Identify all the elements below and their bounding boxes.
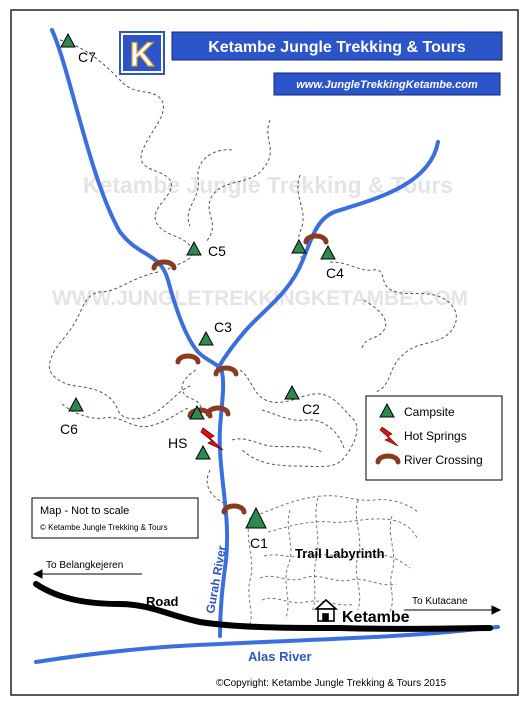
crossing-c3b — [213, 365, 239, 377]
ketambe-label: Ketambe — [342, 609, 410, 626]
copyright-footer: ©Copyright: Ketambe Jungle Trekking & To… — [216, 678, 447, 689]
to-belangkejeren-label: To Belangkejeren — [46, 560, 123, 571]
campsite-c4-marker-b — [320, 244, 336, 260]
campsite-c4-label: C4 — [326, 265, 344, 281]
trail-labyrinth-label: Trail Labyrinth — [295, 546, 385, 561]
to-kutacane-label: To Kutacane — [412, 596, 468, 607]
watermark-url: WWW.JUNGLETREKKINGKETAMBE.COM — [52, 287, 468, 310]
campsite-c4-marker-a — [291, 238, 307, 254]
campsite-markers — [60, 32, 336, 529]
campsite-c2-label: C2 — [302, 401, 320, 417]
crossing-c5 — [151, 259, 177, 271]
campsite-c7-label: C7 — [78, 49, 96, 65]
legend-hot-springs-label: Hot Springs — [404, 429, 467, 443]
campsite-hs-marker-a — [189, 404, 205, 420]
campsite-hs-marker-b — [195, 444, 211, 460]
legend: Campsite Hot Springs River Crossing — [365, 395, 503, 481]
legend-campsite-label: Campsite — [404, 405, 455, 419]
crossing-c1 — [221, 503, 247, 515]
river-west-branch — [50, 28, 230, 638]
legend-river-crossing-label: River Crossing — [404, 453, 483, 467]
campsite-c5-label: C5 — [208, 243, 226, 259]
crossing-hs2 — [205, 405, 231, 417]
campsite-c5-marker — [186, 240, 202, 256]
trails — [48, 39, 457, 505]
crossing-c4 — [303, 233, 329, 245]
crossing-c3 — [175, 353, 201, 365]
alas-river-label: Alas River — [248, 649, 312, 664]
campsite-c6-marker — [68, 396, 84, 412]
note-scale: Map - Not to scale — [40, 505, 129, 517]
campsite-c2-marker — [284, 384, 300, 400]
campsite-c1-label: C1 — [250, 535, 268, 551]
road-label: Road — [146, 594, 179, 609]
campsite-c3-label: C3 — [214, 319, 232, 335]
watermark-title: Ketambe Jungle Trekking & Tours — [83, 172, 453, 198]
url-banner — [273, 72, 501, 96]
road-line — [33, 581, 493, 632]
hot-springs-label: HS — [168, 435, 187, 451]
direction-arrows — [32, 569, 502, 615]
campsite-c3-marker — [198, 330, 214, 346]
campsite-c1-marker — [245, 506, 267, 529]
legend-campsite-icon — [379, 402, 395, 418]
hot-springs-icon — [200, 427, 224, 451]
river-crossings — [151, 233, 329, 515]
map-frame — [10, 9, 519, 696]
logo-letter: K — [130, 36, 155, 74]
note-copyright: © Ketambe Jungle Trekking & Tours — [40, 523, 168, 532]
site-url[interactable]: www.JungleTrekkingKetambe.com — [296, 79, 478, 91]
note-box: Map - Not to scale © Ketambe Jungle Trek… — [31, 497, 199, 539]
house-icon — [313, 598, 339, 622]
campsite-c6-label: C6 — [60, 421, 78, 437]
river-east-branch — [216, 140, 440, 370]
legend-hot-springs-icon — [379, 426, 399, 447]
legend-river-crossing-icon — [375, 453, 401, 465]
title-banner — [171, 31, 503, 61]
campsite-c7-marker — [60, 32, 76, 48]
header: K Ketambe Jungle Trekking & Tours www.Ju… — [119, 31, 503, 96]
site-title: Ketambe Jungle Trekking & Tours — [208, 39, 466, 56]
trail-labyrinth-lines — [247, 495, 419, 625]
